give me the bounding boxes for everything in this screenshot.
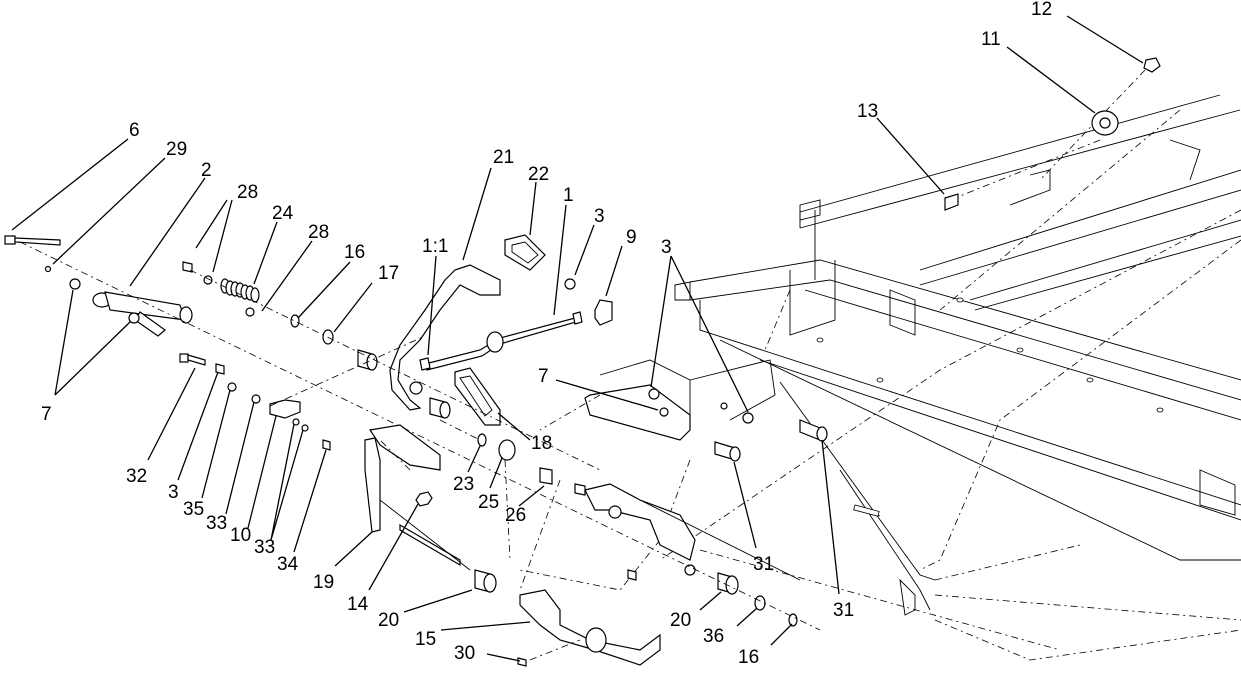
callout-31-right: 31 bbox=[833, 600, 854, 621]
pedal-linkage-parts bbox=[4, 57, 1161, 667]
callout-7-plate: 7 bbox=[538, 366, 549, 387]
callout-3-top: 3 bbox=[594, 206, 605, 227]
leader-lines bbox=[11, 15, 1144, 662]
callout-7-left: 7 bbox=[41, 404, 52, 425]
callout-36: 36 bbox=[703, 626, 724, 647]
callout-17: 17 bbox=[378, 263, 399, 284]
callout-15: 15 bbox=[415, 629, 436, 650]
callout-31-left: 31 bbox=[753, 554, 774, 575]
callout-30: 30 bbox=[454, 643, 475, 664]
callout-29: 29 bbox=[166, 139, 187, 160]
callout-22: 22 bbox=[528, 164, 549, 185]
callout-23: 23 bbox=[453, 474, 474, 495]
callout-labels: 12 11 13 6 29 2 21 22 1 3 9 3 28 24 28 1… bbox=[41, 0, 1052, 668]
callout-1: 1 bbox=[563, 185, 574, 206]
callout-3-frame: 3 bbox=[661, 237, 672, 258]
callout-26: 26 bbox=[505, 505, 526, 526]
callout-20-right: 20 bbox=[670, 610, 691, 631]
callout-18: 18 bbox=[531, 433, 552, 454]
callout-3-left: 3 bbox=[168, 482, 179, 503]
callout-35: 35 bbox=[183, 499, 204, 520]
callout-14: 14 bbox=[347, 594, 369, 615]
callout-32: 32 bbox=[126, 466, 147, 487]
callout-28-lower: 28 bbox=[308, 222, 329, 243]
callout-24: 24 bbox=[272, 203, 294, 224]
callout-20-left: 20 bbox=[378, 610, 399, 631]
callout-16-upper: 16 bbox=[344, 242, 365, 263]
callout-33-upper: 33 bbox=[206, 513, 227, 534]
callout-11: 11 bbox=[981, 29, 1001, 50]
frame-assembly bbox=[519, 69, 1241, 661]
callout-33-lower: 33 bbox=[254, 537, 275, 558]
callout-6: 6 bbox=[129, 120, 140, 141]
callout-12: 12 bbox=[1031, 0, 1052, 20]
callout-10: 10 bbox=[230, 525, 251, 546]
callout-2: 2 bbox=[201, 160, 212, 181]
callout-9: 9 bbox=[626, 227, 637, 248]
callout-19: 19 bbox=[313, 572, 334, 593]
callout-13: 13 bbox=[857, 101, 878, 122]
callout-16-lower: 16 bbox=[738, 647, 759, 668]
callout-25: 25 bbox=[478, 492, 499, 513]
callout-34: 34 bbox=[277, 554, 299, 575]
callout-28-upper: 28 bbox=[237, 182, 258, 203]
callout-1-1: 1:1 bbox=[422, 236, 448, 257]
callout-21: 21 bbox=[493, 147, 514, 168]
